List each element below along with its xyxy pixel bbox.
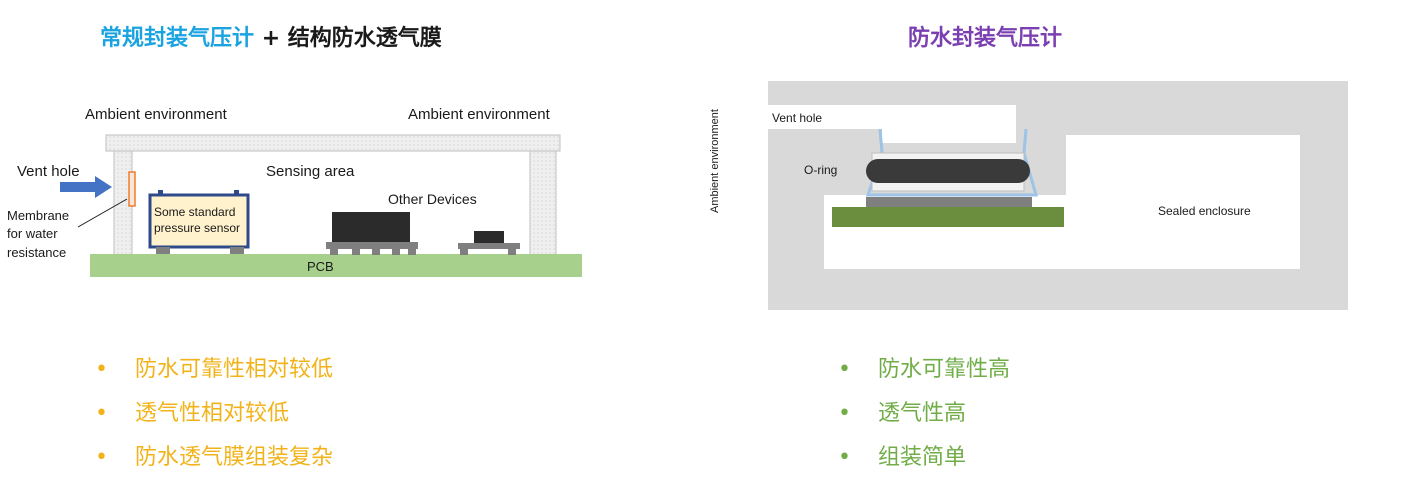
left-bullet-list: •防水可靠性相对较低 •透气性相对较低 •防水透气膜组装复杂 — [95, 348, 333, 480]
membrane-label-3: resistance — [7, 245, 67, 260]
sensing-area-label: Sensing area — [266, 163, 355, 180]
sensor-label-2: pressure sensor — [154, 221, 241, 235]
left-title-part2: + 结构防水透气膜 — [261, 26, 442, 51]
bullet-icon: • — [838, 445, 851, 470]
ambient-label-right: Ambient environment — [408, 106, 550, 123]
right-title: 防水封装气压计 — [908, 26, 1063, 51]
list-item: •组装简单 — [838, 436, 1010, 480]
vent-hole-label: Vent hole — [17, 163, 80, 180]
bullet-icon: • — [838, 357, 851, 382]
membrane-label-2: for water — [7, 226, 58, 241]
conventional-barometer-diagram — [60, 134, 582, 277]
membrane-label-1: Membrane — [7, 208, 70, 223]
housing-right-wall — [529, 150, 557, 256]
bullet-icon: • — [95, 445, 108, 470]
list-item: •透气性高 — [838, 392, 1010, 436]
pcb — [90, 254, 582, 277]
housing-top — [105, 134, 561, 152]
pcb-right — [832, 207, 1064, 227]
list-item: •防水可靠性相对较低 — [95, 348, 333, 392]
list-item: •防水可靠性高 — [838, 348, 1010, 392]
vent-arrow-icon — [60, 176, 112, 198]
ambient-label-left: Ambient environment — [85, 106, 227, 123]
o-ring-label: O-ring — [804, 163, 838, 177]
sealed-enclosure-label: Sealed enclosure — [1158, 204, 1251, 218]
sensor-label-1: Some standard — [154, 205, 236, 219]
ambient-label-vertical: Ambient environment — [709, 109, 721, 213]
right-bullet-list: •防水可靠性高 •透气性高 •组装简单 — [838, 348, 1010, 480]
bullet-icon: • — [95, 357, 108, 382]
seal-outline — [865, 128, 1038, 197]
other-device-large — [332, 212, 410, 244]
standard-pressure-sensor — [148, 193, 250, 249]
vent-hole-label-right: Vent hole — [772, 111, 823, 125]
left-title: 常规封装气压计 + 结构防水透气膜 — [100, 20, 442, 52]
other-devices-label: Other Devices — [388, 191, 477, 207]
list-item: •透气性相对较低 — [95, 392, 333, 436]
membrane-pointer — [77, 198, 128, 228]
bullet-icon: • — [95, 401, 108, 426]
list-item: •防水透气膜组装复杂 — [95, 436, 333, 480]
waterproof-barometer-diagram — [768, 81, 1348, 310]
o-ring — [866, 159, 1030, 183]
left-title-part1: 常规封装气压计 — [100, 26, 255, 51]
pcb-label: PCB — [307, 259, 334, 274]
vent-channel — [768, 105, 1016, 129]
membrane — [128, 171, 136, 207]
bullet-icon: • — [838, 401, 851, 426]
